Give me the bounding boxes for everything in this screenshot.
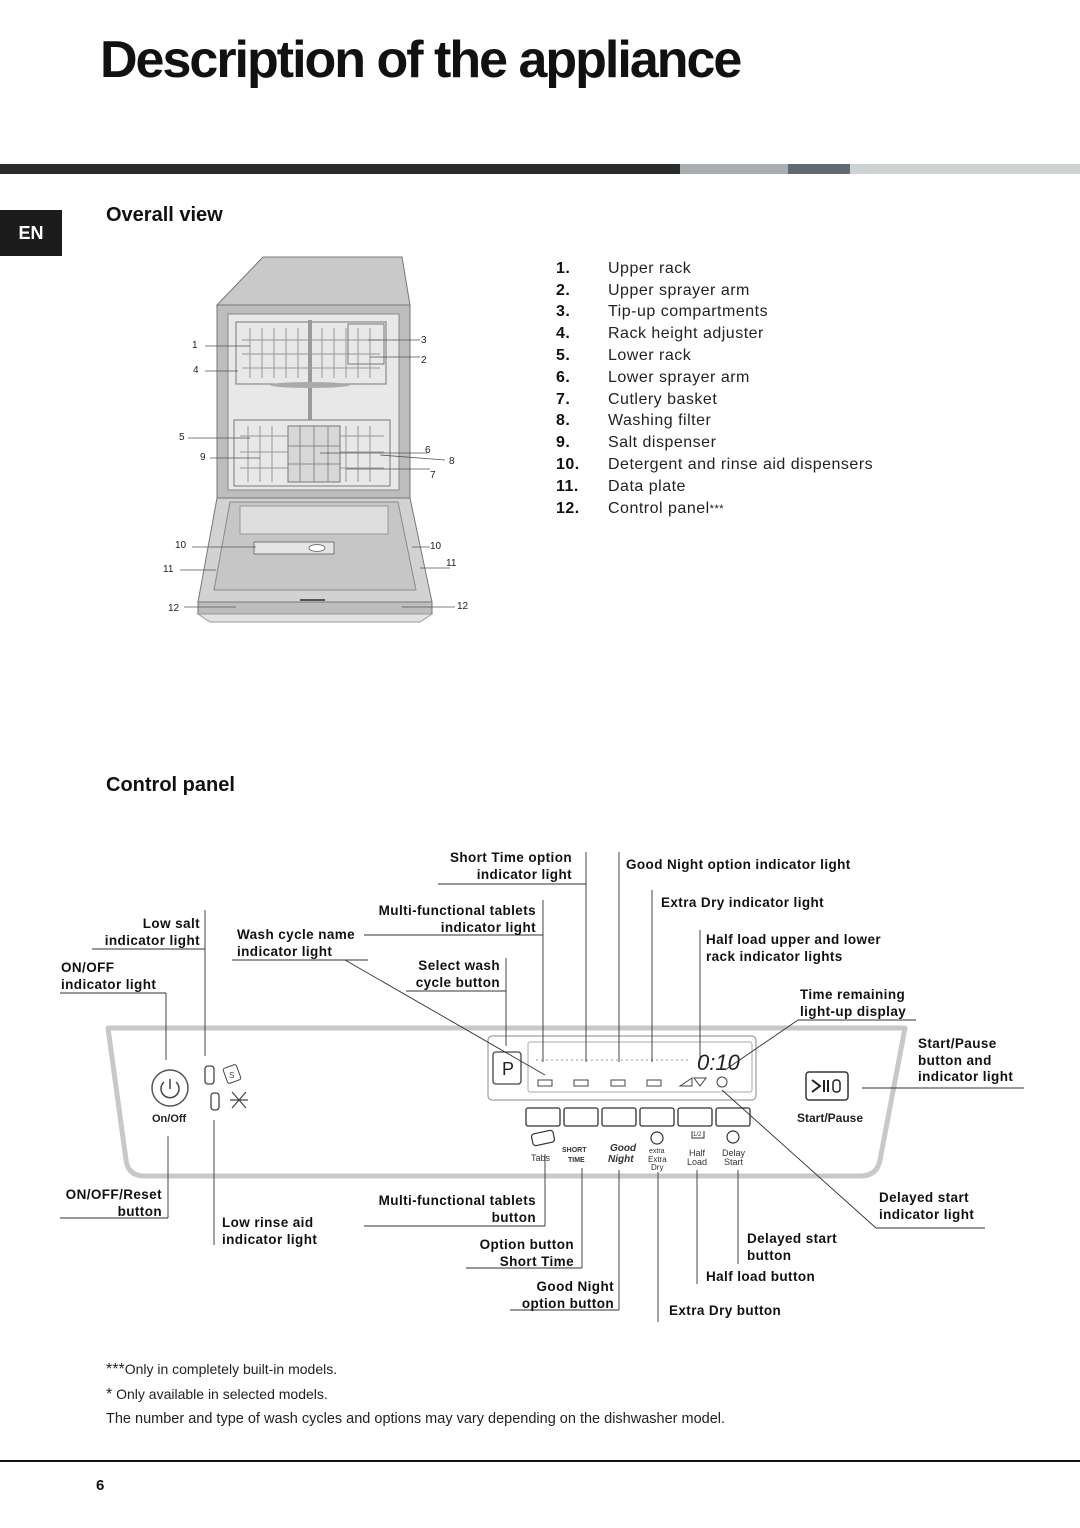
part-item: 2.Upper sprayer arm bbox=[556, 281, 750, 299]
svg-text:S: S bbox=[229, 1071, 234, 1080]
callout-8: 8 bbox=[449, 456, 455, 467]
header-rule-dark bbox=[0, 164, 680, 174]
callout-4: 4 bbox=[193, 365, 199, 376]
language-tab: EN bbox=[0, 210, 62, 256]
part-item: 8.Washing filter bbox=[556, 412, 712, 430]
header-rule-steel bbox=[788, 164, 850, 174]
footer-rule bbox=[0, 1460, 1080, 1462]
onoff-panel-label: On/Off bbox=[152, 1113, 187, 1125]
callout-2: 2 bbox=[421, 355, 427, 366]
dry-label: Dry bbox=[651, 1163, 663, 1172]
load-label: Load bbox=[687, 1157, 707, 1167]
dishwasher-illustration: 1 4 5 9 3 2 6 8 7 10 10 11 11 12 12 bbox=[163, 256, 469, 623]
start-pause-panel-label: Start/Pause bbox=[797, 1111, 863, 1125]
callout-12-left: 12 bbox=[168, 603, 180, 614]
page-title: Description of the appliance bbox=[100, 31, 742, 89]
extra-small-label: extra bbox=[649, 1148, 665, 1155]
part-item: 6.Lower sprayer arm bbox=[556, 368, 750, 386]
callout-6: 6 bbox=[425, 445, 431, 456]
part-item: 9.Salt dispenser bbox=[556, 434, 717, 452]
header-rule-mid bbox=[680, 164, 788, 174]
half-mark-label: 1/2 bbox=[693, 1132, 702, 1138]
footnote-selected-models: * Only available in selected models. bbox=[106, 1386, 328, 1403]
half-label: Half bbox=[689, 1148, 706, 1158]
good-label: Good bbox=[610, 1143, 637, 1154]
time-label: TIME bbox=[568, 1157, 585, 1164]
program-key-label: P bbox=[502, 1059, 514, 1079]
callout-5: 5 bbox=[179, 432, 185, 443]
page-number: 6 bbox=[96, 1477, 105, 1494]
callout-1: 1 bbox=[192, 340, 198, 351]
callout-3: 3 bbox=[421, 335, 427, 346]
night-label: Night bbox=[608, 1154, 634, 1165]
part-item: 5.Lower rack bbox=[556, 347, 692, 365]
good-night-light-label: Good Night option indicator light bbox=[626, 857, 851, 872]
part-item: 3.Tip-up compartments bbox=[556, 303, 769, 321]
part-item: 11.Data plate bbox=[556, 477, 686, 495]
callout-7: 7 bbox=[430, 470, 436, 481]
overall-view-heading: Overall view bbox=[106, 204, 223, 226]
delay-label: Delay bbox=[722, 1148, 746, 1158]
callout-10-right: 10 bbox=[430, 541, 442, 552]
callout-12-right: 12 bbox=[457, 601, 469, 612]
header-rule-light bbox=[850, 164, 1080, 174]
callout-11-right: 11 bbox=[446, 558, 457, 569]
half-load-button-label: Half load button bbox=[706, 1269, 816, 1284]
part-item: 10.Detergent and rinse aid dispensers bbox=[556, 456, 874, 474]
parts-list: 1.Upper rack 2.Upper sprayer arm 3.Tip-u… bbox=[556, 258, 873, 520]
part-item: 4.Rack height adjuster bbox=[556, 325, 764, 343]
extra-dry-button-label: Extra Dry button bbox=[669, 1303, 782, 1318]
footnote-built-in: ***Only in completely built-in models. bbox=[106, 1361, 338, 1378]
callout-10-left: 10 bbox=[175, 540, 187, 551]
control-panel-heading: Control panel bbox=[106, 774, 235, 796]
display-time: 0:10 bbox=[697, 1050, 741, 1075]
footnote-mark: *** bbox=[709, 502, 725, 515]
wash-cycles-note: The number and type of wash cycles and o… bbox=[106, 1411, 726, 1427]
callout-9: 9 bbox=[200, 452, 206, 463]
part-item: 12.Control panel*** bbox=[556, 499, 725, 517]
start-label: Start bbox=[724, 1157, 744, 1167]
extra-label: Extra bbox=[648, 1155, 667, 1164]
tabs-label: Tabs bbox=[531, 1153, 551, 1163]
extra-dry-light-label: Extra Dry indicator light bbox=[661, 895, 825, 910]
part-item: 7.Cutlery basket bbox=[556, 390, 718, 408]
part-item: 1.Upper rack bbox=[556, 259, 692, 277]
short-label: SHORT bbox=[562, 1147, 587, 1154]
callout-11-left: 11 bbox=[163, 564, 174, 575]
